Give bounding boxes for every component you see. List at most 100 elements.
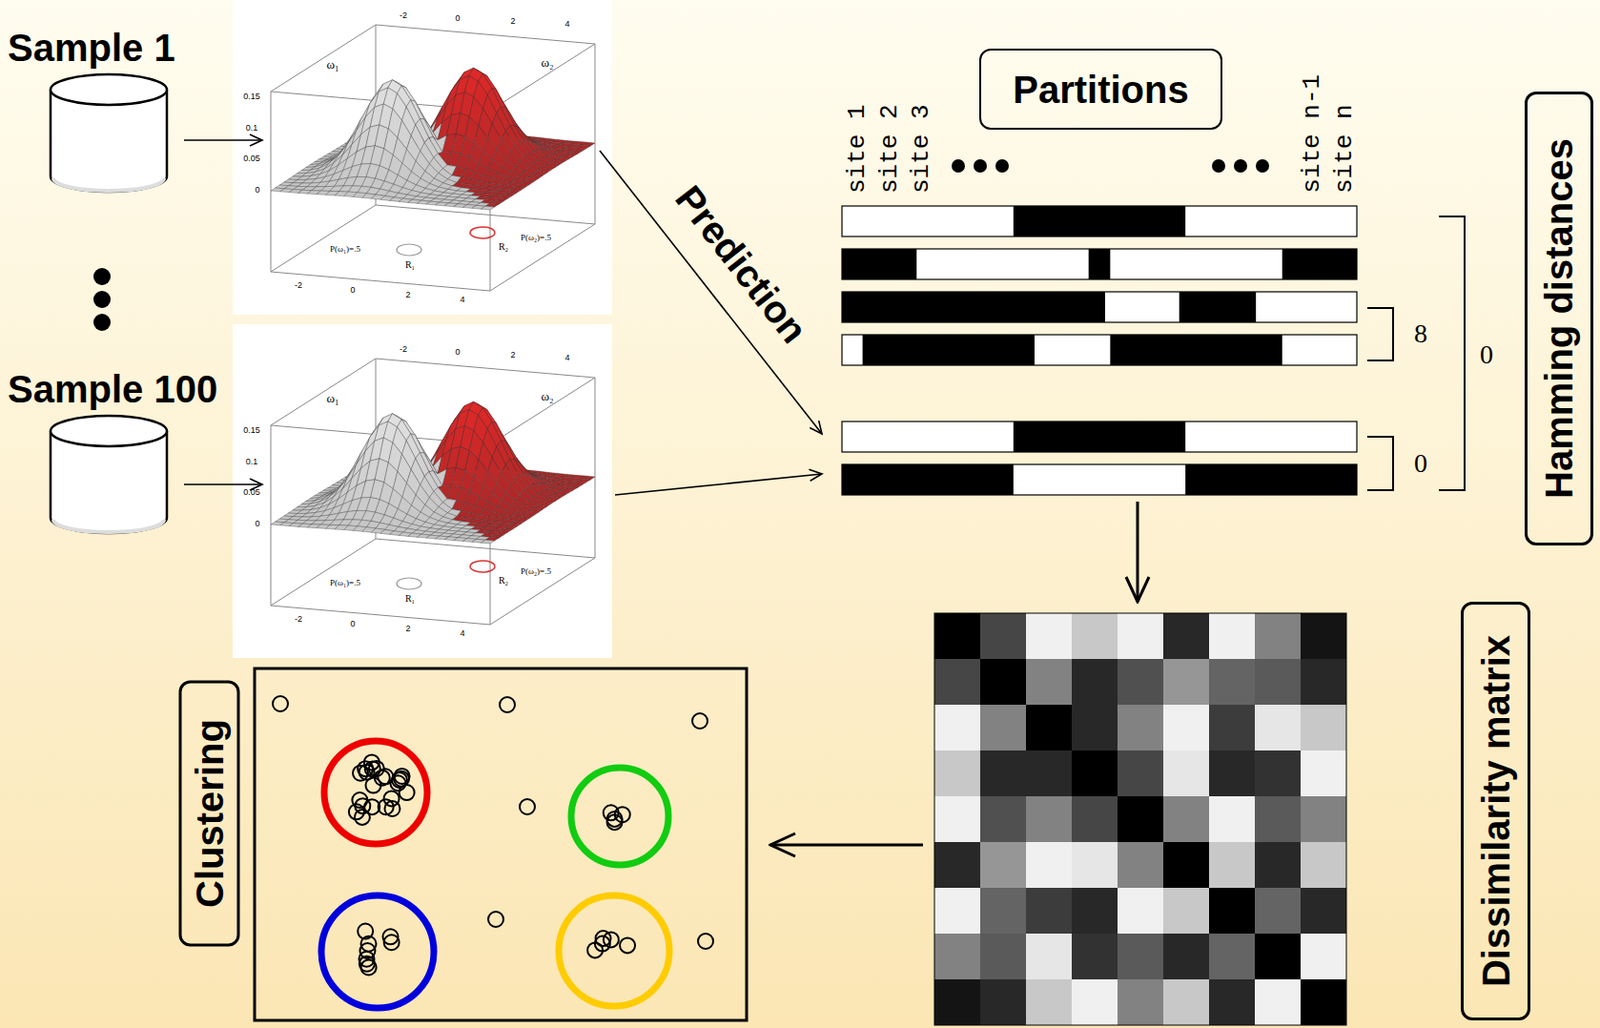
cluster-ring	[558, 895, 670, 1006]
sample-label: Sample 100	[7, 368, 237, 411]
matrix-cell	[1254, 933, 1301, 980]
matrix-cell	[934, 750, 981, 797]
matrix-cell	[980, 658, 1026, 705]
plot-box	[270, 91, 272, 272]
matrix-cell	[934, 979, 981, 1026]
cluster-ring	[321, 895, 434, 1008]
plot-box	[270, 24, 595, 111]
cylinder-shade	[53, 178, 165, 191]
site-label: site n-1	[1298, 74, 1327, 194]
axis-label: 4	[564, 353, 570, 364]
matrix-cell	[1025, 933, 1072, 980]
partition-block	[1088, 248, 1111, 280]
cluster-ring	[571, 767, 669, 865]
matrix-cell	[1025, 841, 1072, 888]
sample-store: Sample 1	[7, 26, 237, 199]
matrix-cell	[1254, 887, 1301, 934]
plot-box	[594, 377, 596, 558]
partition-bar	[841, 421, 1357, 452]
partition-bars	[841, 205, 1357, 495]
sample-store: Sample 100	[7, 368, 237, 540]
matrix-cell	[1209, 796, 1255, 842]
matrix-cell	[1254, 750, 1301, 797]
cylinder-icon	[47, 412, 170, 537]
axis-label: 0.1	[246, 457, 259, 468]
axis-label: 0.1	[246, 123, 259, 134]
matrix-cell	[1254, 979, 1301, 1026]
matrix-cell	[1117, 658, 1164, 705]
axis-label: R₂	[498, 574, 509, 586]
data-point	[384, 790, 400, 806]
matrix-cell	[980, 704, 1026, 751]
matrix-cell	[980, 613, 1026, 659]
data-point	[603, 931, 619, 947]
matrix-cell	[1071, 979, 1118, 1026]
data-point	[364, 754, 380, 770]
axis-label: 0	[454, 348, 460, 358]
stage-label: Hamming distances	[1538, 138, 1580, 499]
contour	[470, 226, 495, 239]
matrix-cell	[1300, 704, 1347, 751]
data-point	[692, 713, 708, 729]
matrix-cell	[1025, 613, 1072, 659]
data-point	[619, 937, 636, 953]
matrix-cell	[1071, 750, 1118, 797]
axis-label: R₁	[405, 593, 415, 604]
axis-label: ω₁	[326, 391, 339, 406]
matrix-cell	[1071, 658, 1118, 705]
matrix-cell	[1300, 979, 1347, 1026]
matrix-cell	[1209, 887, 1255, 934]
partition-bar	[841, 291, 1357, 323]
cluster-points	[272, 696, 714, 1008]
axis-label: 4	[459, 629, 465, 639]
site-dots	[951, 159, 1270, 173]
brackets	[1367, 216, 1465, 491]
site-label: site 3	[907, 103, 936, 194]
matrix-cell	[1117, 704, 1164, 751]
axis-label: 2	[405, 624, 411, 635]
axis-label: P(ω₂)=.5	[520, 233, 552, 244]
contour	[470, 560, 495, 573]
axis-label: P(ω₂)=.5	[520, 567, 552, 577]
partition-block	[1282, 248, 1357, 280]
plot-box	[594, 43, 596, 225]
data-point	[697, 933, 714, 949]
axis-label: -2	[399, 345, 408, 355]
matrix-cell	[1300, 887, 1347, 934]
site-label: site 1	[843, 103, 872, 194]
matrix-cell	[934, 658, 981, 705]
matrix-cell	[1254, 841, 1301, 888]
matrix-cell	[1025, 658, 1072, 705]
partition-bar	[841, 205, 1357, 237]
matrix-cell	[1209, 979, 1255, 1026]
data-point	[351, 792, 368, 808]
stage-box: Clustering	[178, 680, 240, 947]
axis-label: 0	[454, 14, 460, 24]
axis-label: -2	[294, 615, 303, 625]
plot-box	[270, 425, 272, 606]
matrix-cell	[1071, 704, 1118, 751]
matrix-cell	[1300, 613, 1347, 659]
axis-label: ω₂	[540, 389, 554, 404]
partition-block	[841, 248, 917, 280]
matrix-cell	[1071, 933, 1118, 980]
partition-block	[1185, 464, 1357, 495]
data-point	[361, 959, 377, 975]
partition-bar	[841, 334, 1357, 366]
matrix-cell	[1300, 841, 1347, 888]
clustering-panel	[254, 668, 747, 1021]
data-point	[594, 936, 611, 952]
axis-label: ω₁	[326, 58, 339, 72]
axis-label: 0	[254, 519, 260, 530]
cluster-ring	[324, 740, 428, 844]
matrix-cell	[1025, 979, 1072, 1026]
matrix-cell	[1117, 841, 1164, 888]
partition-bar	[841, 248, 1357, 280]
matrix-cell	[1163, 658, 1210, 705]
distance-value: 0	[1414, 449, 1428, 479]
matrix-cell	[934, 704, 981, 751]
matrix-cell	[1117, 887, 1164, 934]
partition-block	[1013, 421, 1186, 452]
density-plot	[270, 24, 595, 291]
axis-label: 4	[564, 20, 570, 30]
